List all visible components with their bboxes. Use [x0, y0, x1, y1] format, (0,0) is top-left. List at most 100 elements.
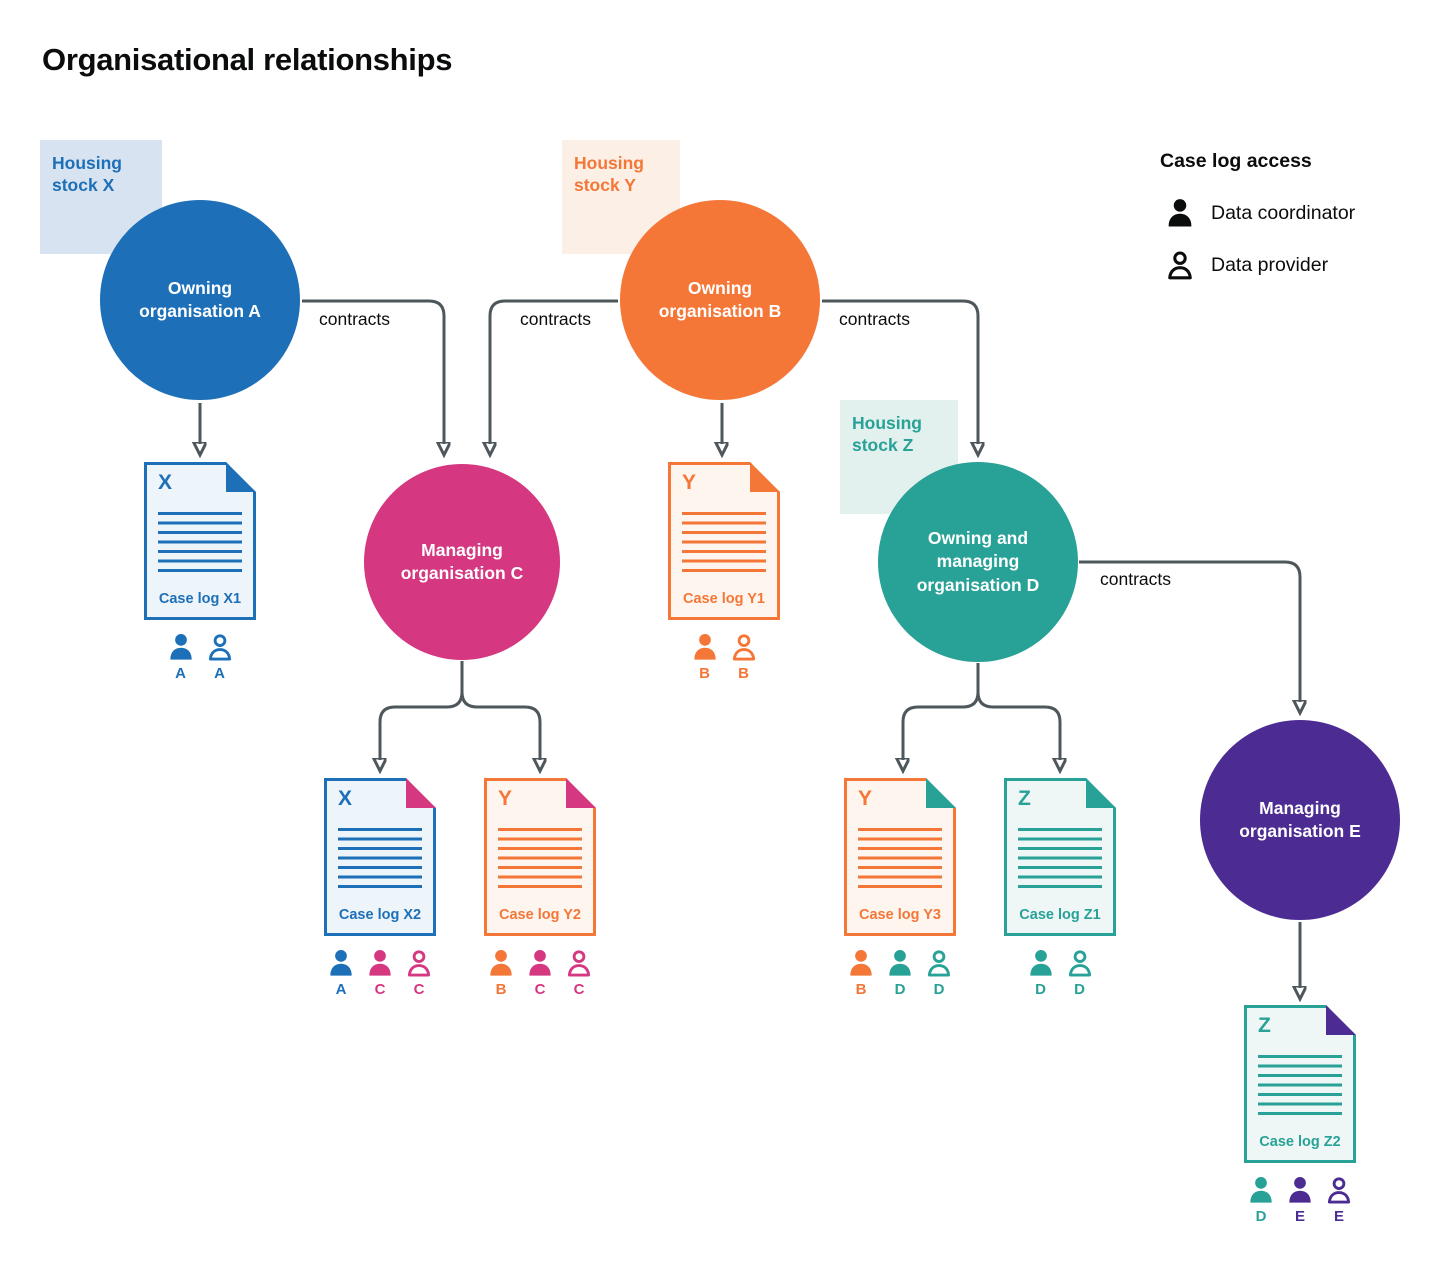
- folded-corner-icon: [1086, 778, 1116, 808]
- case-log-title: Case log Z2: [1259, 1134, 1341, 1150]
- access-org-letter: B: [699, 665, 710, 682]
- doc-text-lines: [682, 512, 766, 576]
- doc-text-lines: [1018, 828, 1102, 892]
- access-row-y3: B D D: [844, 948, 956, 998]
- access-row-z2: D E E: [1244, 1175, 1356, 1225]
- access-org-letter: B: [855, 981, 867, 998]
- doc-text-lines: [338, 828, 422, 892]
- org-c-label: Managing organisation C: [400, 539, 524, 583]
- doc-text-lines: [1258, 1055, 1342, 1119]
- arrow-c-to-caselog-x2: [380, 661, 464, 760]
- legend-label: Data coordinator: [1211, 201, 1356, 224]
- access-provider: A: [205, 632, 235, 682]
- doc-stock-letter: Y: [858, 787, 873, 810]
- person-outline-icon: [404, 948, 434, 978]
- access-row-x1: A A: [144, 632, 256, 682]
- access-coordinator: A: [166, 632, 196, 682]
- case-log-title: Case log X2: [338, 907, 422, 923]
- person-filled-icon: [1026, 948, 1056, 978]
- access-provider: B: [729, 632, 759, 682]
- person-filled-icon: [525, 948, 555, 978]
- org-circle-e: Managing organisation E: [1200, 720, 1400, 920]
- case-log-doc-y1: Y Case log Y1: [668, 462, 780, 620]
- access-org-letter: C: [534, 981, 546, 998]
- access-provider: D: [1065, 948, 1095, 998]
- access-row-y2: B C C: [484, 948, 596, 998]
- doc-stock-letter: X: [338, 787, 353, 810]
- contracts-label-b-d: contracts: [839, 309, 910, 329]
- folded-corner-icon: [226, 462, 256, 492]
- legend-item-provider: Data provider: [1164, 249, 1328, 281]
- case-log-doc-x2: X Case log X2: [324, 778, 436, 936]
- access-provider: E: [1324, 1175, 1354, 1225]
- person-outline-icon: [1324, 1175, 1354, 1205]
- access-coordinator: D: [1026, 948, 1056, 998]
- access-org-letter: D: [894, 981, 906, 998]
- case-log-doc-z2: Z Case log Z2: [1244, 1005, 1356, 1163]
- case-log-title: Case log Z1: [1019, 907, 1101, 923]
- case-log-title: Case log Y2: [499, 907, 581, 923]
- org-e-label: Managing organisation E: [1239, 797, 1361, 841]
- access-org-letter: B: [738, 665, 749, 682]
- access-org-letter: D: [1074, 981, 1085, 998]
- access-coordinator: E: [1285, 1175, 1315, 1225]
- access-coordinator: C: [365, 948, 395, 998]
- person-outline-icon: [1065, 948, 1095, 978]
- arrow-d-to-caselog-z1: [976, 663, 1060, 760]
- housing-stock-x-box: Housing stock X: [40, 140, 162, 254]
- access-org-letter: C: [413, 981, 425, 998]
- org-d-label: Owning and managing organisation D: [916, 528, 1040, 595]
- case-log-title: Case log X1: [158, 591, 242, 607]
- person-filled-icon: [486, 948, 516, 978]
- access-org-letter: E: [1333, 1208, 1344, 1225]
- access-org-letter: E: [1294, 1208, 1305, 1225]
- access-org-letter: C: [374, 981, 386, 998]
- doc-stock-letter: Z: [1018, 787, 1031, 810]
- access-org-letter: C: [573, 981, 585, 998]
- person-outline-icon: [924, 948, 954, 978]
- doc-text-lines: [858, 828, 942, 892]
- contracts-label-a-c: contracts: [319, 309, 390, 329]
- access-org-letter: A: [335, 981, 347, 998]
- access-org-letter: D: [1255, 1208, 1267, 1225]
- doc-stock-letter: Y: [498, 787, 513, 810]
- person-filled-icon: [1164, 197, 1196, 229]
- person-filled-icon: [326, 948, 356, 978]
- org-a-label: Owning organisation A: [139, 277, 261, 321]
- contracts-label-b-c: contracts: [520, 309, 591, 329]
- person-filled-icon: [1246, 1175, 1276, 1205]
- doc-stock-letter: Y: [682, 471, 697, 494]
- access-row-y1: B B: [668, 632, 780, 682]
- case-log-doc-x1: X Case log X1: [144, 462, 256, 620]
- person-outline-icon: [205, 632, 235, 662]
- legend-item-coordinator: Data coordinator: [1164, 197, 1355, 229]
- arrow-c-to-caselog-y2: [460, 661, 540, 760]
- access-org-letter: D: [1035, 981, 1046, 998]
- person-outline-icon: [729, 632, 759, 662]
- legend-label: Data provider: [1211, 253, 1329, 276]
- doc-text-lines: [498, 828, 582, 892]
- doc-stock-letter: Z: [1258, 1014, 1271, 1037]
- folded-corner-icon: [926, 778, 956, 808]
- case-log-title: Case log Y1: [683, 591, 765, 607]
- access-coordinator: C: [525, 948, 555, 998]
- person-filled-icon: [166, 632, 196, 662]
- access-org-letter: B: [495, 981, 507, 998]
- folded-corner-icon: [1326, 1005, 1356, 1035]
- org-circle-d: Owning and managing organisation D: [878, 462, 1078, 662]
- folded-corner-icon: [750, 462, 780, 492]
- doc-stock-letter: X: [158, 471, 173, 494]
- access-coordinator: B: [486, 948, 516, 998]
- access-row-x2: A C C: [324, 948, 436, 998]
- org-b-label: Owning organisation B: [658, 277, 782, 321]
- case-log-doc-z1: Z Case log Z1: [1004, 778, 1116, 936]
- access-coordinator: B: [690, 632, 720, 682]
- person-filled-icon: [846, 948, 876, 978]
- access-coordinator: A: [326, 948, 356, 998]
- access-org-letter: A: [214, 665, 225, 682]
- org-circle-a: Owning organisation A: [100, 200, 300, 400]
- person-filled-icon: [690, 632, 720, 662]
- person-outline-icon: [564, 948, 594, 978]
- org-circle-c: Managing organisation C: [364, 464, 560, 660]
- access-org-letter: A: [175, 665, 186, 682]
